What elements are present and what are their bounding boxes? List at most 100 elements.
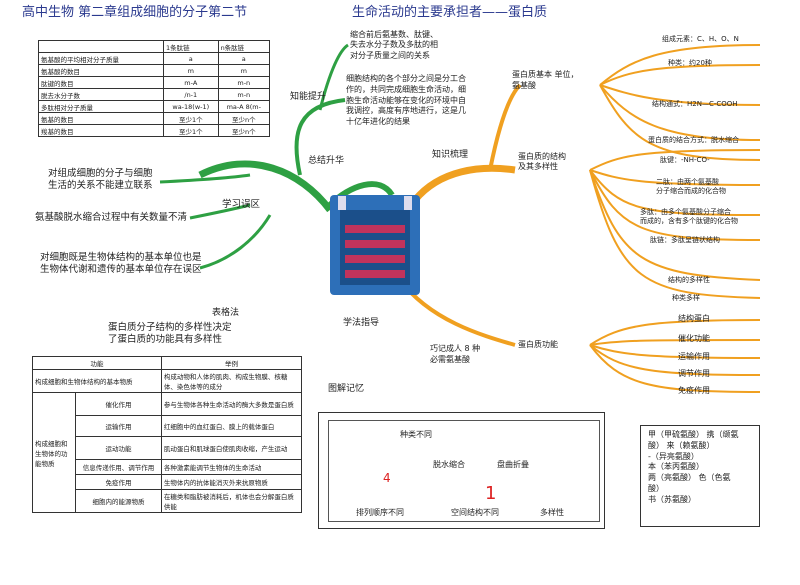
mnemonic-intro: 巧记成人 8 种 必需氨基酸 bbox=[430, 344, 480, 366]
t2-cell: 红细胞中的血红蛋白、膜上的载体蛋白 bbox=[160, 415, 303, 437]
t2-cell: 运动功能 bbox=[75, 436, 162, 460]
note-relation: 对组成细胞的分子与细胞 生活的关系不能建立联系 bbox=[48, 168, 153, 193]
mnemonic-box bbox=[640, 425, 760, 527]
note-relation-line: 对组成细胞的分子与细胞 bbox=[48, 168, 153, 179]
t1-cell: m-A bbox=[163, 76, 219, 89]
t1-cell: 氨基酸的平均相对分子质量 bbox=[38, 52, 164, 65]
diagram-label: 种类不同 bbox=[400, 430, 432, 439]
diagram-box bbox=[318, 412, 605, 529]
t1-cell: wa-18(w-1) bbox=[163, 100, 219, 113]
t2-cell: 免疫作用 bbox=[75, 474, 162, 490]
basic-item: 肽键：-NH-CO- bbox=[660, 156, 710, 164]
table-row: 肽键的数目 m-A m-n bbox=[38, 76, 271, 89]
t1-cell: m bbox=[163, 64, 219, 77]
mnemonic-line: 必需氨基酸 bbox=[430, 354, 470, 364]
branch-label-zhineng: 知能提升 bbox=[290, 92, 327, 102]
diagram-label: 脱水缩合 bbox=[433, 460, 465, 469]
func-item: 催化功能 bbox=[678, 334, 710, 343]
note-count: 氨基酸脱水缩合过程中有关数量不清 bbox=[35, 212, 188, 223]
t2-cell: 运输作用 bbox=[75, 415, 162, 437]
t1-cell: 至少1个 bbox=[163, 112, 219, 125]
struct-diversity: 结构的多样性 bbox=[668, 276, 710, 284]
t1-cell: 至少n个 bbox=[217, 124, 271, 137]
table-row: 氨基酸的数目 m m bbox=[38, 64, 271, 77]
quantity-table: 1条肽链 n条肽链 氨基酸的平均相对分子质量 a a 氨基酸的数目 m m 肽键… bbox=[38, 40, 271, 137]
node-struct-line: 蛋白质的结构 bbox=[518, 152, 566, 161]
mnemonic-detail-line: 书（苏氨酸） bbox=[648, 494, 696, 504]
basic-fan-lines bbox=[599, 44, 761, 161]
subtitle-diversity: 蛋白质分子结构的多样性决定 了蛋白质的功能具有多样性 bbox=[108, 322, 232, 347]
mnemonic-line: 巧记成人 8 种 bbox=[430, 344, 481, 353]
branch-green-left1 bbox=[159, 173, 251, 184]
branch-label-xuexi: 学习误区 bbox=[222, 199, 261, 210]
diagram-label: 空间结构不同 bbox=[451, 508, 499, 517]
branch-orange-main bbox=[412, 164, 516, 203]
note-relation-line: 生活的关系不能建立联系 bbox=[48, 180, 153, 192]
basic-item: 蛋白质的结合方式：脱水缩合 bbox=[648, 136, 739, 144]
node-basic-line: 氨基酸 bbox=[512, 80, 536, 90]
func-item: 免疫作用 bbox=[678, 386, 710, 395]
branch-label-xuefa: 学法指导 bbox=[343, 318, 380, 328]
struct-line: 分子缩合而成的化合物 bbox=[656, 186, 726, 195]
t2-header-0: 功能 bbox=[32, 356, 162, 370]
t1-cell: 氨基酸的数目 bbox=[38, 64, 164, 77]
table-row: 多肽相对分子质量 wa-18(w-1) ma-A 8(m- bbox=[38, 100, 271, 113]
diagram-label: 盘曲折叠 bbox=[497, 460, 529, 469]
t1-cell: 肽键的数目 bbox=[38, 76, 164, 89]
t2-cell: 各种激素能调节生物体的生命活动 bbox=[160, 459, 303, 475]
table-row: 脱去水分子数 /n-1 m-n bbox=[38, 88, 271, 101]
branch-green-left2 bbox=[189, 203, 251, 220]
page-title-center: 生命活动的主要承担者——蛋白质 bbox=[352, 5, 548, 20]
t1-cell: m-n bbox=[217, 76, 271, 89]
diagram-mark-1: 1 bbox=[485, 483, 497, 504]
branch-label-tujie: 图解记忆 bbox=[328, 384, 365, 394]
branch-label-zhishi: 知识梳理 bbox=[432, 150, 469, 160]
bubble-top: 缩合前后氨基数、肽键、 失去水分子数及多肽的相 对分子质量之间的关系 bbox=[350, 30, 438, 61]
bubble-mid-line: 细胞结构的各个部分之间是分工合 bbox=[346, 74, 466, 83]
t2-cell: 构成动物和人体的肌肉、构成生物膜、核糖体、染色体等的成分 bbox=[160, 369, 303, 393]
basic-item: 结构通式：H2N—C-COOH bbox=[652, 100, 738, 108]
struct-line: 多肽：由多个氨基酸分子缩合 bbox=[640, 208, 731, 216]
func-fan-lines bbox=[589, 319, 761, 393]
t1-cell: 至少n个 bbox=[217, 112, 271, 125]
note-cell-line: 对细胞既是生物体结构的基本单位也是 bbox=[40, 252, 202, 263]
func-item: 运输作用 bbox=[678, 352, 710, 361]
mnemonic-detail: 甲（甲硫氨酸） 携（缬氨 酸） 来（赖氨酸） -（异亮氨酸） 本（苯丙氨酸） 两… bbox=[648, 430, 739, 506]
func-item: 结构蛋白 bbox=[678, 314, 710, 323]
t1-cell: m bbox=[217, 64, 271, 77]
branch-green-left3 bbox=[199, 214, 272, 270]
t1-cell: 至少1个 bbox=[163, 124, 219, 137]
mnemonic-detail-line: 酸） bbox=[648, 483, 664, 493]
struct-dipeptide: 二肽：由两个氨基酸 分子缩合而成的化合物 bbox=[656, 178, 726, 196]
func-item: 调节作用 bbox=[678, 369, 710, 378]
note-cell: 对细胞既是生物体结构的基本单位也是 生物体代谢和遗传的基本单位存在误区 bbox=[40, 252, 202, 277]
struct-variety: 种类多样 bbox=[672, 294, 700, 302]
note-cell-line: 生物体代谢和遗传的基本单位存在误区 bbox=[40, 264, 202, 276]
t1-cell: a bbox=[163, 52, 219, 65]
t2-cell: 催化作用 bbox=[75, 392, 162, 416]
t2-cell: 在糖类和脂肪被消耗后，机体也会分解蛋白质供能 bbox=[160, 489, 303, 513]
struct-chain: 肽链：多肽呈链状结构 bbox=[650, 236, 720, 244]
branch-green-main bbox=[198, 160, 333, 213]
t2-cell: 生物体内的抗体能消灭外来抗原物质 bbox=[160, 474, 303, 490]
branch-label-zongjie: 总结升华 bbox=[308, 156, 345, 166]
t2-group-label: 构成细胞和生物体的功能物质 bbox=[32, 392, 76, 513]
table-row: 氨基的数目 至少1个 至少n个 bbox=[38, 112, 271, 125]
node-struct: 蛋白质的结构 及其多样性 bbox=[518, 152, 566, 173]
bubble-top-line: 对分子质量之间的关系 bbox=[350, 50, 430, 60]
t1-cell: ma-A 8(m- bbox=[217, 100, 271, 113]
t2-header-1: 举例 bbox=[160, 356, 303, 370]
mnemonic-detail-line: -（异亮氨酸） bbox=[648, 451, 699, 461]
node-basic: 蛋白质基本 单位， 氨基酸 bbox=[512, 70, 579, 92]
t1-header-2: n条肽链 bbox=[217, 40, 271, 53]
method-label: 表格法 bbox=[212, 308, 240, 318]
node-func: 蛋白质功能 bbox=[518, 340, 558, 349]
t1-cell: 多肽相对分子质量 bbox=[38, 100, 164, 113]
subtitle-line: 了蛋白质的功能具有多样性 bbox=[108, 334, 223, 346]
t1-header-1: 1条肽链 bbox=[163, 40, 219, 53]
struct-fan-lines bbox=[589, 149, 761, 299]
t2-cell: 肌动蛋白和肌球蛋白使肌肉收缩，产生运动 bbox=[160, 436, 303, 460]
bubble-top-line: 失去水分子数及多肽的相 bbox=[350, 40, 438, 50]
struct-line: 二肽：由两个氨基酸 bbox=[656, 178, 719, 186]
t1-cell: m-n bbox=[217, 88, 271, 101]
